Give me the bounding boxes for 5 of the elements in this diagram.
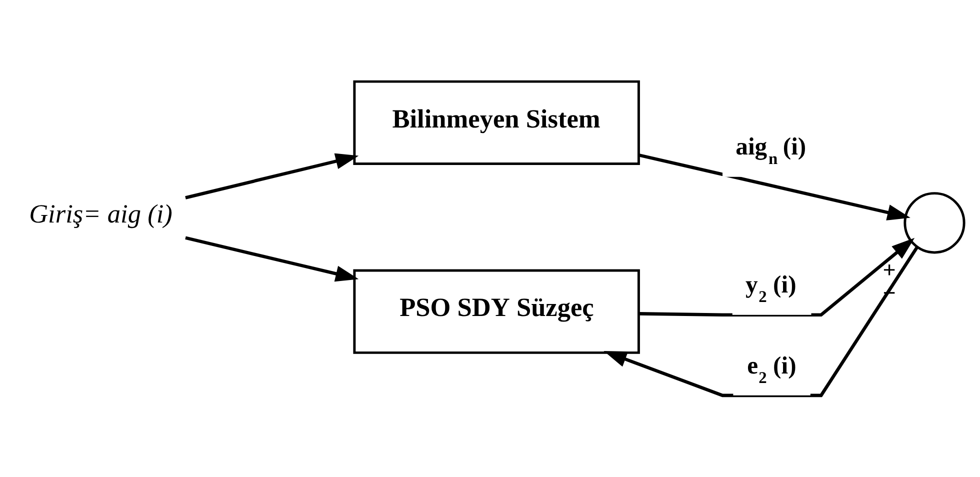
edge-label: e$_{2}$ (i) [747, 352, 796, 387]
node-text: Giriş= aig (i) [29, 200, 172, 229]
edge-label: y$_{2}$ (i) [746, 272, 796, 306]
edge-label: aig$_{n}$ (i) [736, 134, 806, 168]
node-label: + [882, 257, 896, 282]
